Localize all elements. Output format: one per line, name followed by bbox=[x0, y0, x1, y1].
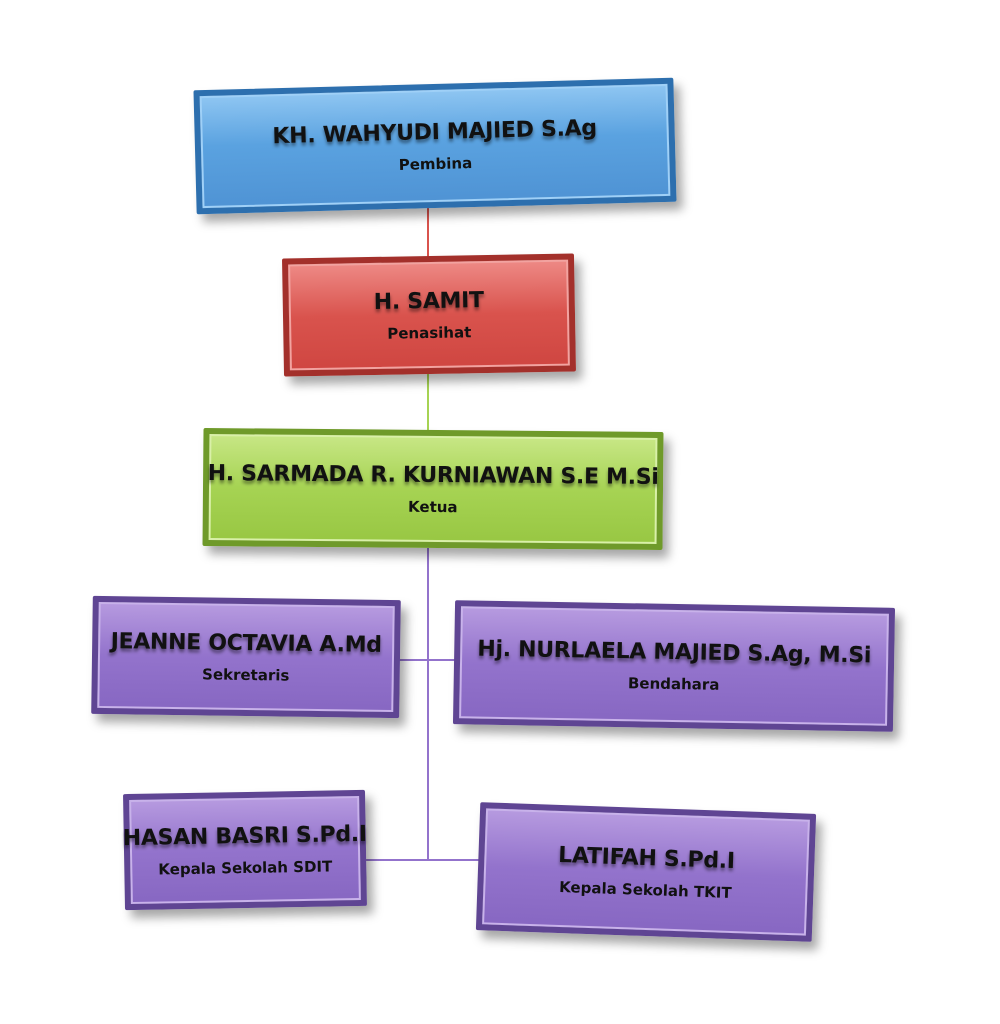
sekretaris-role: Sekretaris bbox=[201, 664, 290, 685]
bendahara-name: Hj. NURLAELA MAJIED S.Ag, M.Si bbox=[477, 636, 872, 668]
ketua-name: H. SARMADA R. KURNIAWAN S.E M.Si bbox=[207, 460, 659, 490]
sdit-name: HASAN BASRI S.Pd.I bbox=[122, 821, 367, 851]
pembina-role: Pembina bbox=[398, 153, 473, 174]
penasihat-name: H. SAMIT bbox=[373, 287, 484, 315]
box-ketua: H. SARMADA R. KURNIAWAN S.E M.Si Ketua bbox=[202, 427, 664, 551]
pembina-name: KH. WAHYUDI MAJIED S.Ag bbox=[272, 115, 598, 149]
box-sdit: HASAN BASRI S.Pd.I Kepala Sekolah SDIT bbox=[122, 789, 367, 911]
penasihat-role: Penasihat bbox=[387, 322, 472, 343]
box-tkit: LATIFAH S.Pd.I Kepala Sekolah TKIT bbox=[475, 802, 817, 942]
box-penasihat: H. SAMIT Penasihat bbox=[281, 253, 577, 377]
bendahara-role: Bendahara bbox=[627, 673, 720, 694]
sdit-role: Kepala Sekolah SDIT bbox=[158, 856, 333, 879]
box-bendahara: Hj. NURLAELA MAJIED S.Ag, M.Si Bendahara bbox=[452, 600, 896, 732]
box-pembina: KH. WAHYUDI MAJIED S.Ag Pembina bbox=[193, 77, 677, 215]
tkit-name: LATIFAH S.Pd.I bbox=[557, 842, 736, 874]
ketua-role: Ketua bbox=[408, 497, 458, 516]
sekretaris-name: JEANNE OCTAVIA A.Md bbox=[110, 628, 382, 658]
tkit-role: Kepala Sekolah TKIT bbox=[558, 877, 732, 902]
box-sekretaris: JEANNE OCTAVIA A.Md Sekretaris bbox=[91, 595, 401, 719]
